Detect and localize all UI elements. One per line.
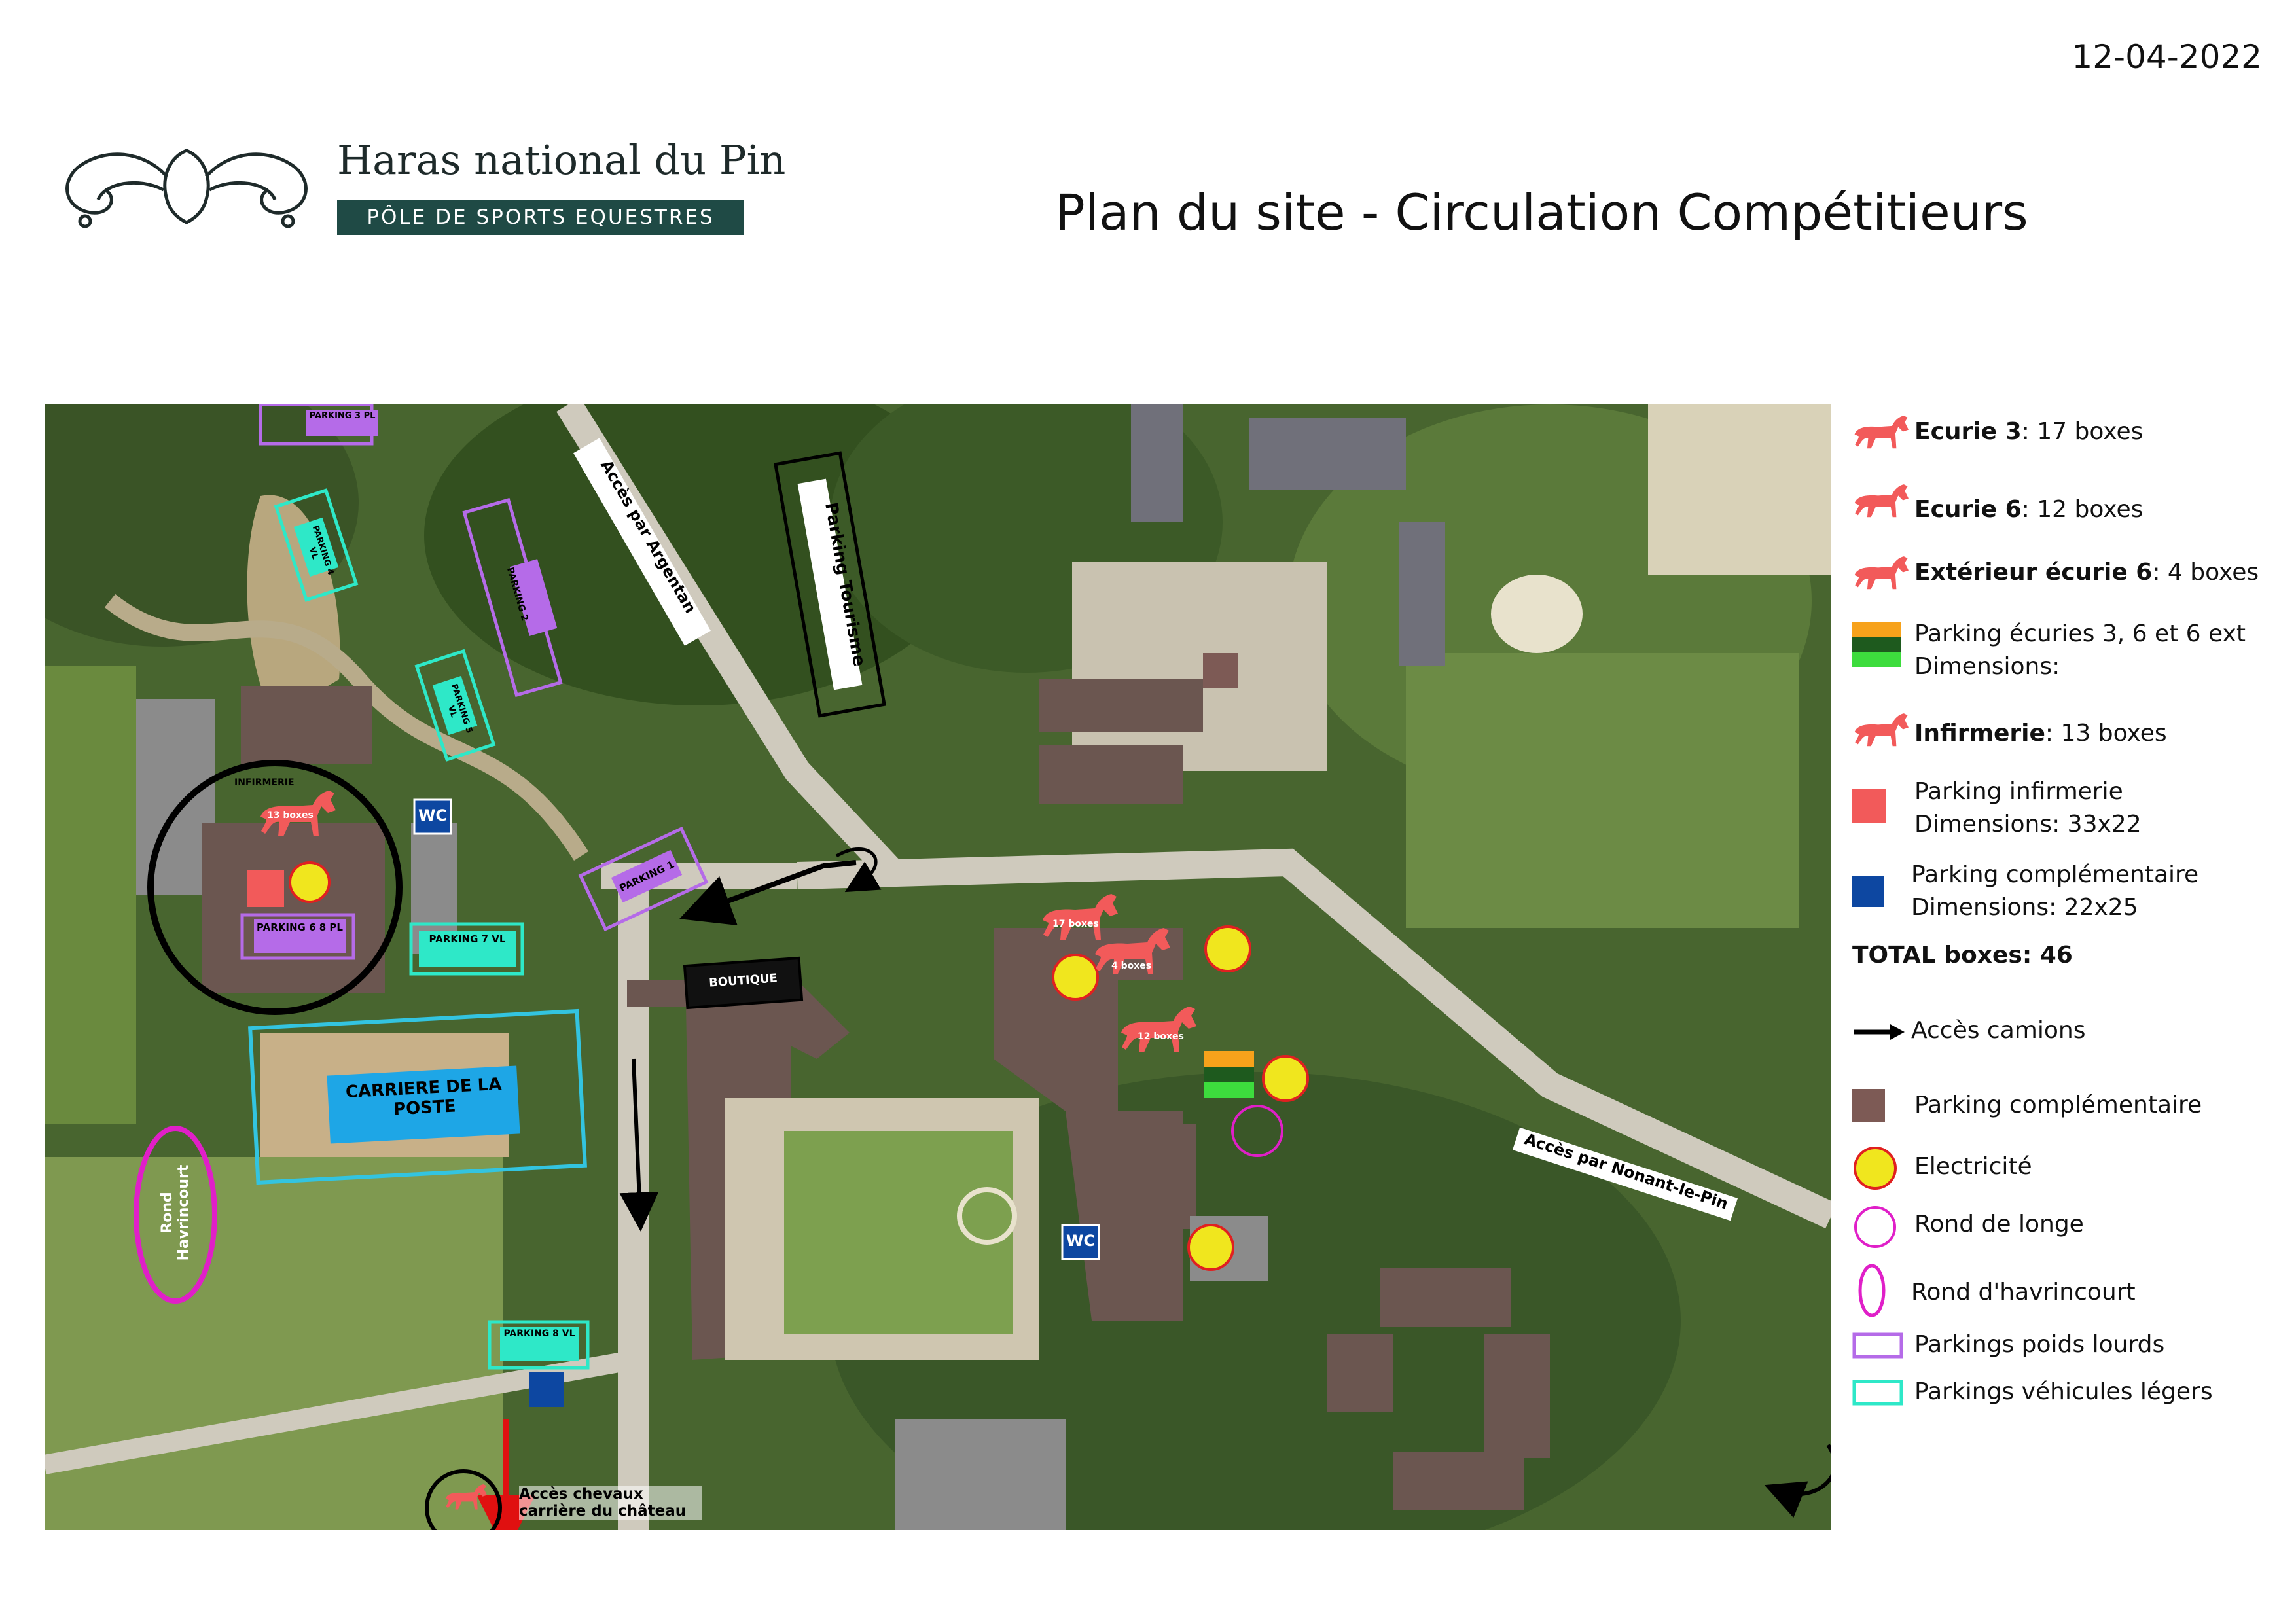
horse-icon-infirmerie: [260, 791, 336, 836]
horse-icon: [1854, 484, 1909, 518]
parking-4-outline: [274, 488, 359, 602]
parking-5-outline: [414, 649, 496, 762]
parking-ecuries-icon: [1852, 622, 1901, 667]
parking-infirmerie: [247, 870, 284, 907]
parking-vl-icon: [1852, 1380, 1903, 1406]
electricity-point: [1187, 1224, 1234, 1271]
site-map: Accès par Argentan Accès par Nonant-le-P…: [45, 404, 1831, 1530]
electricity-point: [1052, 954, 1099, 1001]
legend-vl-text: Parkings véhicules légers: [1914, 1378, 2213, 1405]
legend-ecurie-6-name: Ecurie 6: [1914, 496, 2022, 523]
wc-label: WC: [1066, 1232, 1096, 1250]
wc-label: WC: [418, 806, 448, 825]
date: 12-04-2022: [2072, 38, 2262, 76]
electricity-point: [289, 861, 331, 903]
road-label-horse-access: Accès chevaux carrière du château: [519, 1486, 702, 1520]
truck-arrow: [1764, 1444, 1831, 1518]
parking-ecuries: [1204, 1051, 1254, 1098]
legend-rond-longe-text: Rond de longe: [1914, 1211, 2084, 1238]
infirmerie-boxes-label: 13 boxes: [267, 810, 314, 821]
parking-1-outline: [578, 826, 709, 932]
parking-8-label: PARKING 8 VL: [503, 1329, 575, 1339]
horse-icon: [1854, 556, 1909, 590]
parking-complementaire-brown: [1203, 653, 1238, 688]
legend-electricite-text: Electricité: [1914, 1153, 2032, 1180]
parking-3-label: PARKING 3 PL: [309, 411, 376, 421]
map-background: [45, 404, 1831, 1530]
legend-total-text: TOTAL boxes: 46: [1852, 942, 2073, 969]
logo: Haras national du Pin PÔLE DE SPORTS EQU…: [46, 136, 785, 242]
parking-infirmerie-icon: [1852, 789, 1886, 823]
ecurie-3-boxes-label: 17 boxes: [1052, 919, 1099, 929]
rond-de-longe: [1231, 1105, 1283, 1157]
parking-complementaire-brown-icon: [1852, 1089, 1885, 1122]
wc-icon: [413, 798, 452, 835]
ornament-logo-icon: [65, 149, 308, 228]
legend-camions-text: Accès camions: [1911, 1017, 2086, 1044]
legend-ecurie-3-value: : 17 boxes: [2021, 418, 2144, 445]
electricity-icon: [1854, 1147, 1897, 1190]
page-title: Plan du site - Circulation Compétitieurs: [1055, 183, 2028, 241]
legend-parking-infirmerie-line2: Dimensions: 33x22: [1914, 811, 2142, 838]
legend-parking-ecuries-line1: Parking écuries 3, 6 et 6 ext: [1914, 620, 2246, 647]
legend-parking-comp-blue-line1: Parking complémentaire: [1911, 861, 2199, 888]
infirmerie-label: INFIRMERIE: [234, 777, 295, 788]
parking-6-outline: [240, 913, 355, 960]
parking-7-outline: [409, 922, 524, 976]
ext-6-boxes-label: 4 boxes: [1111, 961, 1152, 971]
horse-icon: [1854, 416, 1909, 449]
legend-parking-comp-blue-line2: Dimensions: 22x25: [1911, 894, 2138, 921]
arrow-right-icon: [1854, 1024, 1905, 1040]
parking-8-outline: [488, 1320, 590, 1370]
legend-infirmerie-name: Infirmerie: [1914, 720, 2045, 747]
legend-ecurie-6-value: : 12 boxes: [2021, 496, 2144, 523]
infirmerie-circle: [147, 760, 403, 1015]
legend-infirmerie-value: : 13 boxes: [2045, 720, 2167, 747]
parking-7-label: PARKING 7 VL: [429, 933, 506, 945]
rond-havrincourt: [134, 1126, 217, 1304]
parking-complementaire-blue-icon: [1852, 876, 1884, 907]
legend-parking-infirmerie-line1: Parking infirmerie: [1914, 778, 2123, 805]
legend: Ecurie 3: 17 boxes Ecurie 6: 12 boxes Ex…: [1846, 399, 2291, 1420]
wc-icon: [1061, 1224, 1100, 1260]
ecurie-6-boxes-label: 12 boxes: [1138, 1031, 1184, 1042]
carriere-outline: [248, 1008, 587, 1185]
truck-arrow: [619, 1058, 659, 1232]
rond-longe-icon: [1854, 1206, 1896, 1248]
legend-rond-havrincourt-text: Rond d'havrincourt: [1911, 1279, 2136, 1306]
legend-ecurie-3-name: Ecurie 3: [1914, 418, 2022, 445]
parking-6-label: PARKING 6 8 PL: [257, 921, 343, 933]
brand-subtitle: PÔLE DE SPORTS EQUESTRES: [337, 200, 744, 235]
electricity-point: [1262, 1055, 1309, 1102]
parking-tourisme-outline: [774, 451, 886, 718]
legend-ext-6-value: : 4 boxes: [2152, 559, 2259, 586]
legend-ext-6-name: Extérieur écurie 6: [1914, 559, 2153, 586]
rond-havrincourt-label: Rond Havrincourt: [159, 1164, 192, 1261]
parking-pl-icon: [1852, 1332, 1903, 1359]
legend-parking-ecuries-line2: Dimensions:: [1914, 653, 2060, 680]
electricity-point: [1204, 925, 1251, 972]
brand-name: Haras national du Pin: [337, 136, 786, 184]
truck-arrow: [679, 863, 825, 925]
horse-icon: [1854, 713, 1909, 747]
parking-complementaire-blue: [529, 1372, 564, 1407]
rond-havrincourt-icon: [1858, 1264, 1886, 1317]
legend-parking-comp-brown-text: Parking complémentaire: [1914, 1092, 2202, 1118]
legend-pl-text: Parkings poids lourds: [1914, 1331, 2165, 1358]
